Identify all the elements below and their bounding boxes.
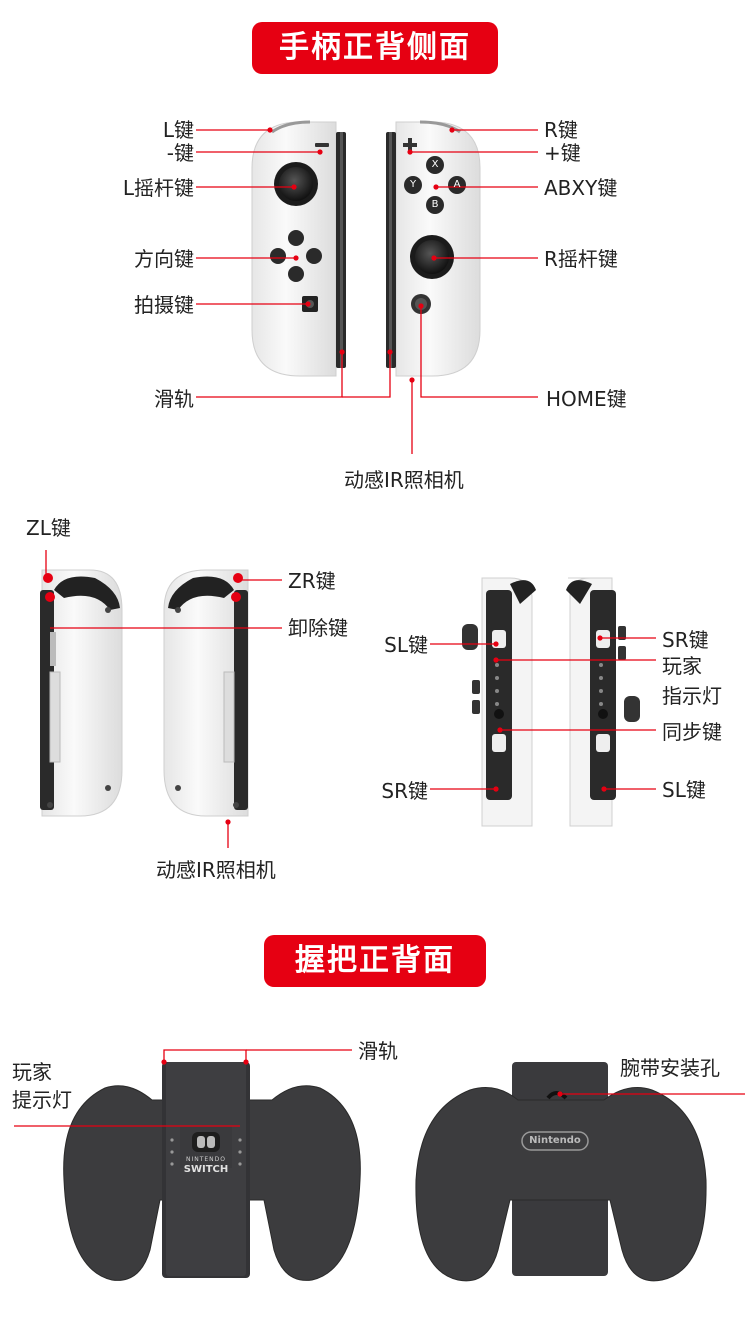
label-ir-camera-back: 动感IR照相机 bbox=[156, 858, 276, 882]
pointer-dots bbox=[161, 127, 607, 1097]
pointer-lines bbox=[14, 129, 745, 1127]
label-strap-hole: 腕带安装孔 bbox=[620, 1056, 720, 1080]
section-title-grip: 握把正背面 bbox=[264, 935, 486, 987]
label-l-stick: L摇杆键 bbox=[122, 176, 194, 200]
label-r-button: R键 bbox=[544, 118, 578, 142]
label-home: HOME键 bbox=[546, 387, 627, 411]
b-button-glyph: B bbox=[431, 199, 439, 210]
label-capture: 拍摄键 bbox=[134, 293, 194, 317]
label-rail: 滑轨 bbox=[154, 387, 194, 411]
grip-back bbox=[415, 1062, 707, 1282]
label-sr-right: SR键 bbox=[662, 628, 709, 652]
label-release: 卸除键 bbox=[288, 616, 348, 640]
switch-logo-line2: SWITCH bbox=[183, 1164, 229, 1175]
label-l-button: L键 bbox=[162, 118, 194, 142]
joycon-left-back bbox=[40, 569, 123, 817]
a-button-glyph: A bbox=[453, 179, 461, 190]
nintendo-logo: Nintendo bbox=[529, 1135, 581, 1146]
y-button-glyph: Y bbox=[409, 179, 417, 190]
label-sl-right: SL键 bbox=[662, 778, 706, 802]
joycon-right-back bbox=[163, 569, 249, 817]
label-ir-camera-front: 动感IR照相机 bbox=[344, 468, 464, 492]
label-player-lights-1: 玩家 bbox=[662, 654, 702, 678]
label-sync: 同步键 bbox=[662, 720, 722, 744]
label-zr: ZR键 bbox=[288, 569, 336, 593]
label-sl-left: SL键 bbox=[384, 633, 428, 657]
joycon-right-front bbox=[386, 120, 481, 377]
label-sr-left: SR键 bbox=[381, 779, 428, 803]
label-grip-rail: 滑轨 bbox=[358, 1039, 398, 1063]
section-title-joycon: 手柄正背侧面 bbox=[252, 22, 498, 74]
joycon-left-front bbox=[251, 120, 346, 377]
grip-front bbox=[63, 1062, 361, 1281]
label-player-lights-2: 指示灯 bbox=[662, 684, 722, 708]
label-grip-lights-2: 提示灯 bbox=[12, 1088, 72, 1112]
label-r-stick: R摇杆键 bbox=[544, 247, 618, 271]
switch-logo-line1: NINTENDO bbox=[185, 1156, 227, 1163]
label-dpad: 方向键 bbox=[134, 247, 194, 271]
label-grip-lights-1: 玩家 bbox=[12, 1060, 52, 1084]
label-zl: ZL键 bbox=[26, 516, 71, 540]
label-plus-button: +键 bbox=[544, 141, 581, 165]
label-abxy: ABXY键 bbox=[544, 176, 618, 200]
label-minus-button: -键 bbox=[166, 141, 194, 165]
x-button-glyph: X bbox=[431, 159, 439, 170]
